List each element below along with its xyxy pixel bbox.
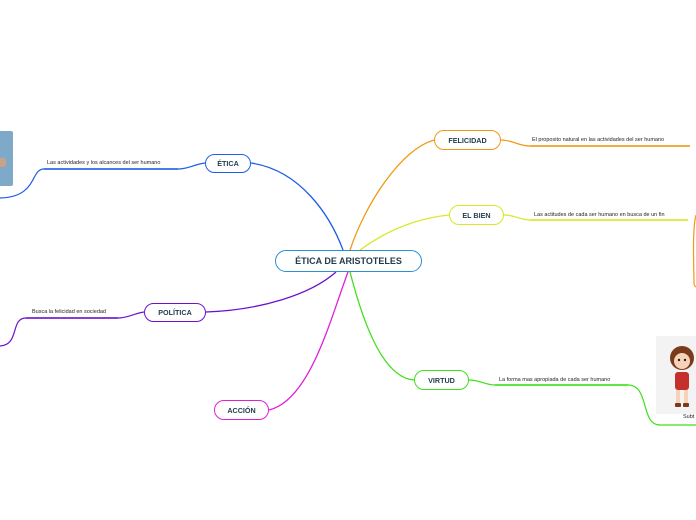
subtopic-virtud[interactable]: La forma mas apropiada de cada ser human… (499, 377, 610, 383)
thumbnail-figure (0, 158, 6, 167)
image-caption: Subt (683, 414, 694, 420)
topic-virtud[interactable]: VIRTUD (414, 370, 469, 390)
topic-politica[interactable]: POLÍTICA (144, 303, 206, 322)
topic-accion[interactable]: ACCIÓN (214, 400, 269, 420)
branch-politica (206, 272, 336, 312)
branch-virtud (350, 272, 414, 380)
topic-etica[interactable]: ÉTICA (205, 154, 251, 173)
topic-felicidad[interactable]: FELICIDAD (434, 130, 501, 150)
subtopic-elbien[interactable]: Las actitudes de cada ser humano en busc… (534, 212, 665, 218)
branch-etica (251, 163, 343, 250)
subtopic-etica[interactable]: Las actividades y los alcances del ser h… (47, 160, 160, 166)
subtopic-felicidad[interactable]: El proposito natural en las actividades … (532, 137, 664, 143)
branch-elbien (360, 215, 449, 250)
topic-elbien[interactable]: EL BIEN (449, 205, 504, 225)
sub-connector-politica (0, 312, 144, 346)
thumbnail-image (0, 131, 13, 186)
girl-illustration (656, 336, 696, 414)
central-topic[interactable]: ÉTICA DE ARISTOTELES (275, 250, 422, 272)
subtopic-politica[interactable]: Busca la felicidad en sociedad (32, 309, 106, 315)
branch-felicidad (350, 140, 434, 250)
branch-accion (269, 272, 348, 410)
